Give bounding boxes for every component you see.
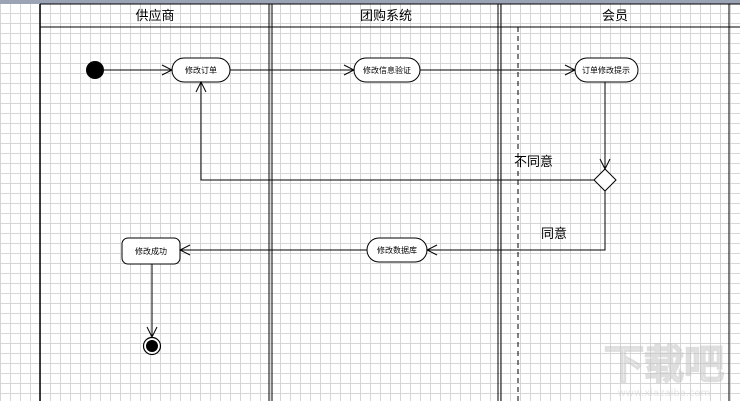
lane-title-group-buying-system: 团购系统 xyxy=(360,8,412,24)
watermark-url: www.xiazaiba.com xyxy=(618,388,711,399)
action-verify-info[interactable]: 修改信息验证 xyxy=(353,57,421,83)
guard-label-disagree: 不同意 xyxy=(514,154,553,170)
start-node[interactable] xyxy=(86,61,104,79)
action-order-prompt[interactable]: 订单修改提示 xyxy=(574,57,639,83)
action-edit-order[interactable]: 修改订单 xyxy=(171,57,231,83)
action-edit-order-label: 修改订单 xyxy=(185,65,217,75)
watermark-logo: 下载吧 www.xiazaiba.com xyxy=(603,341,725,399)
end-node[interactable] xyxy=(142,336,162,356)
action-update-database-label: 修改数据库 xyxy=(377,245,417,255)
decision-node[interactable] xyxy=(593,168,617,192)
transition-disagree-back-to-edit-order xyxy=(201,82,594,181)
guard-label-agree: 同意 xyxy=(541,226,567,242)
transition-agree-to-update-database xyxy=(427,191,606,250)
action-order-prompt-label: 订单修改提示 xyxy=(582,65,630,75)
top-border-bar xyxy=(0,0,740,4)
lane-title-member: 会员 xyxy=(602,9,628,24)
action-verify-info-label: 修改信息验证 xyxy=(363,65,411,75)
action-success[interactable]: 修改成功 xyxy=(121,237,181,265)
action-success-label: 修改成功 xyxy=(135,246,167,256)
action-update-database[interactable]: 修改数据库 xyxy=(366,237,428,263)
lane-title-supplier: 供应商 xyxy=(135,8,174,24)
svg-text:下载吧: 下载吧 xyxy=(604,342,724,388)
